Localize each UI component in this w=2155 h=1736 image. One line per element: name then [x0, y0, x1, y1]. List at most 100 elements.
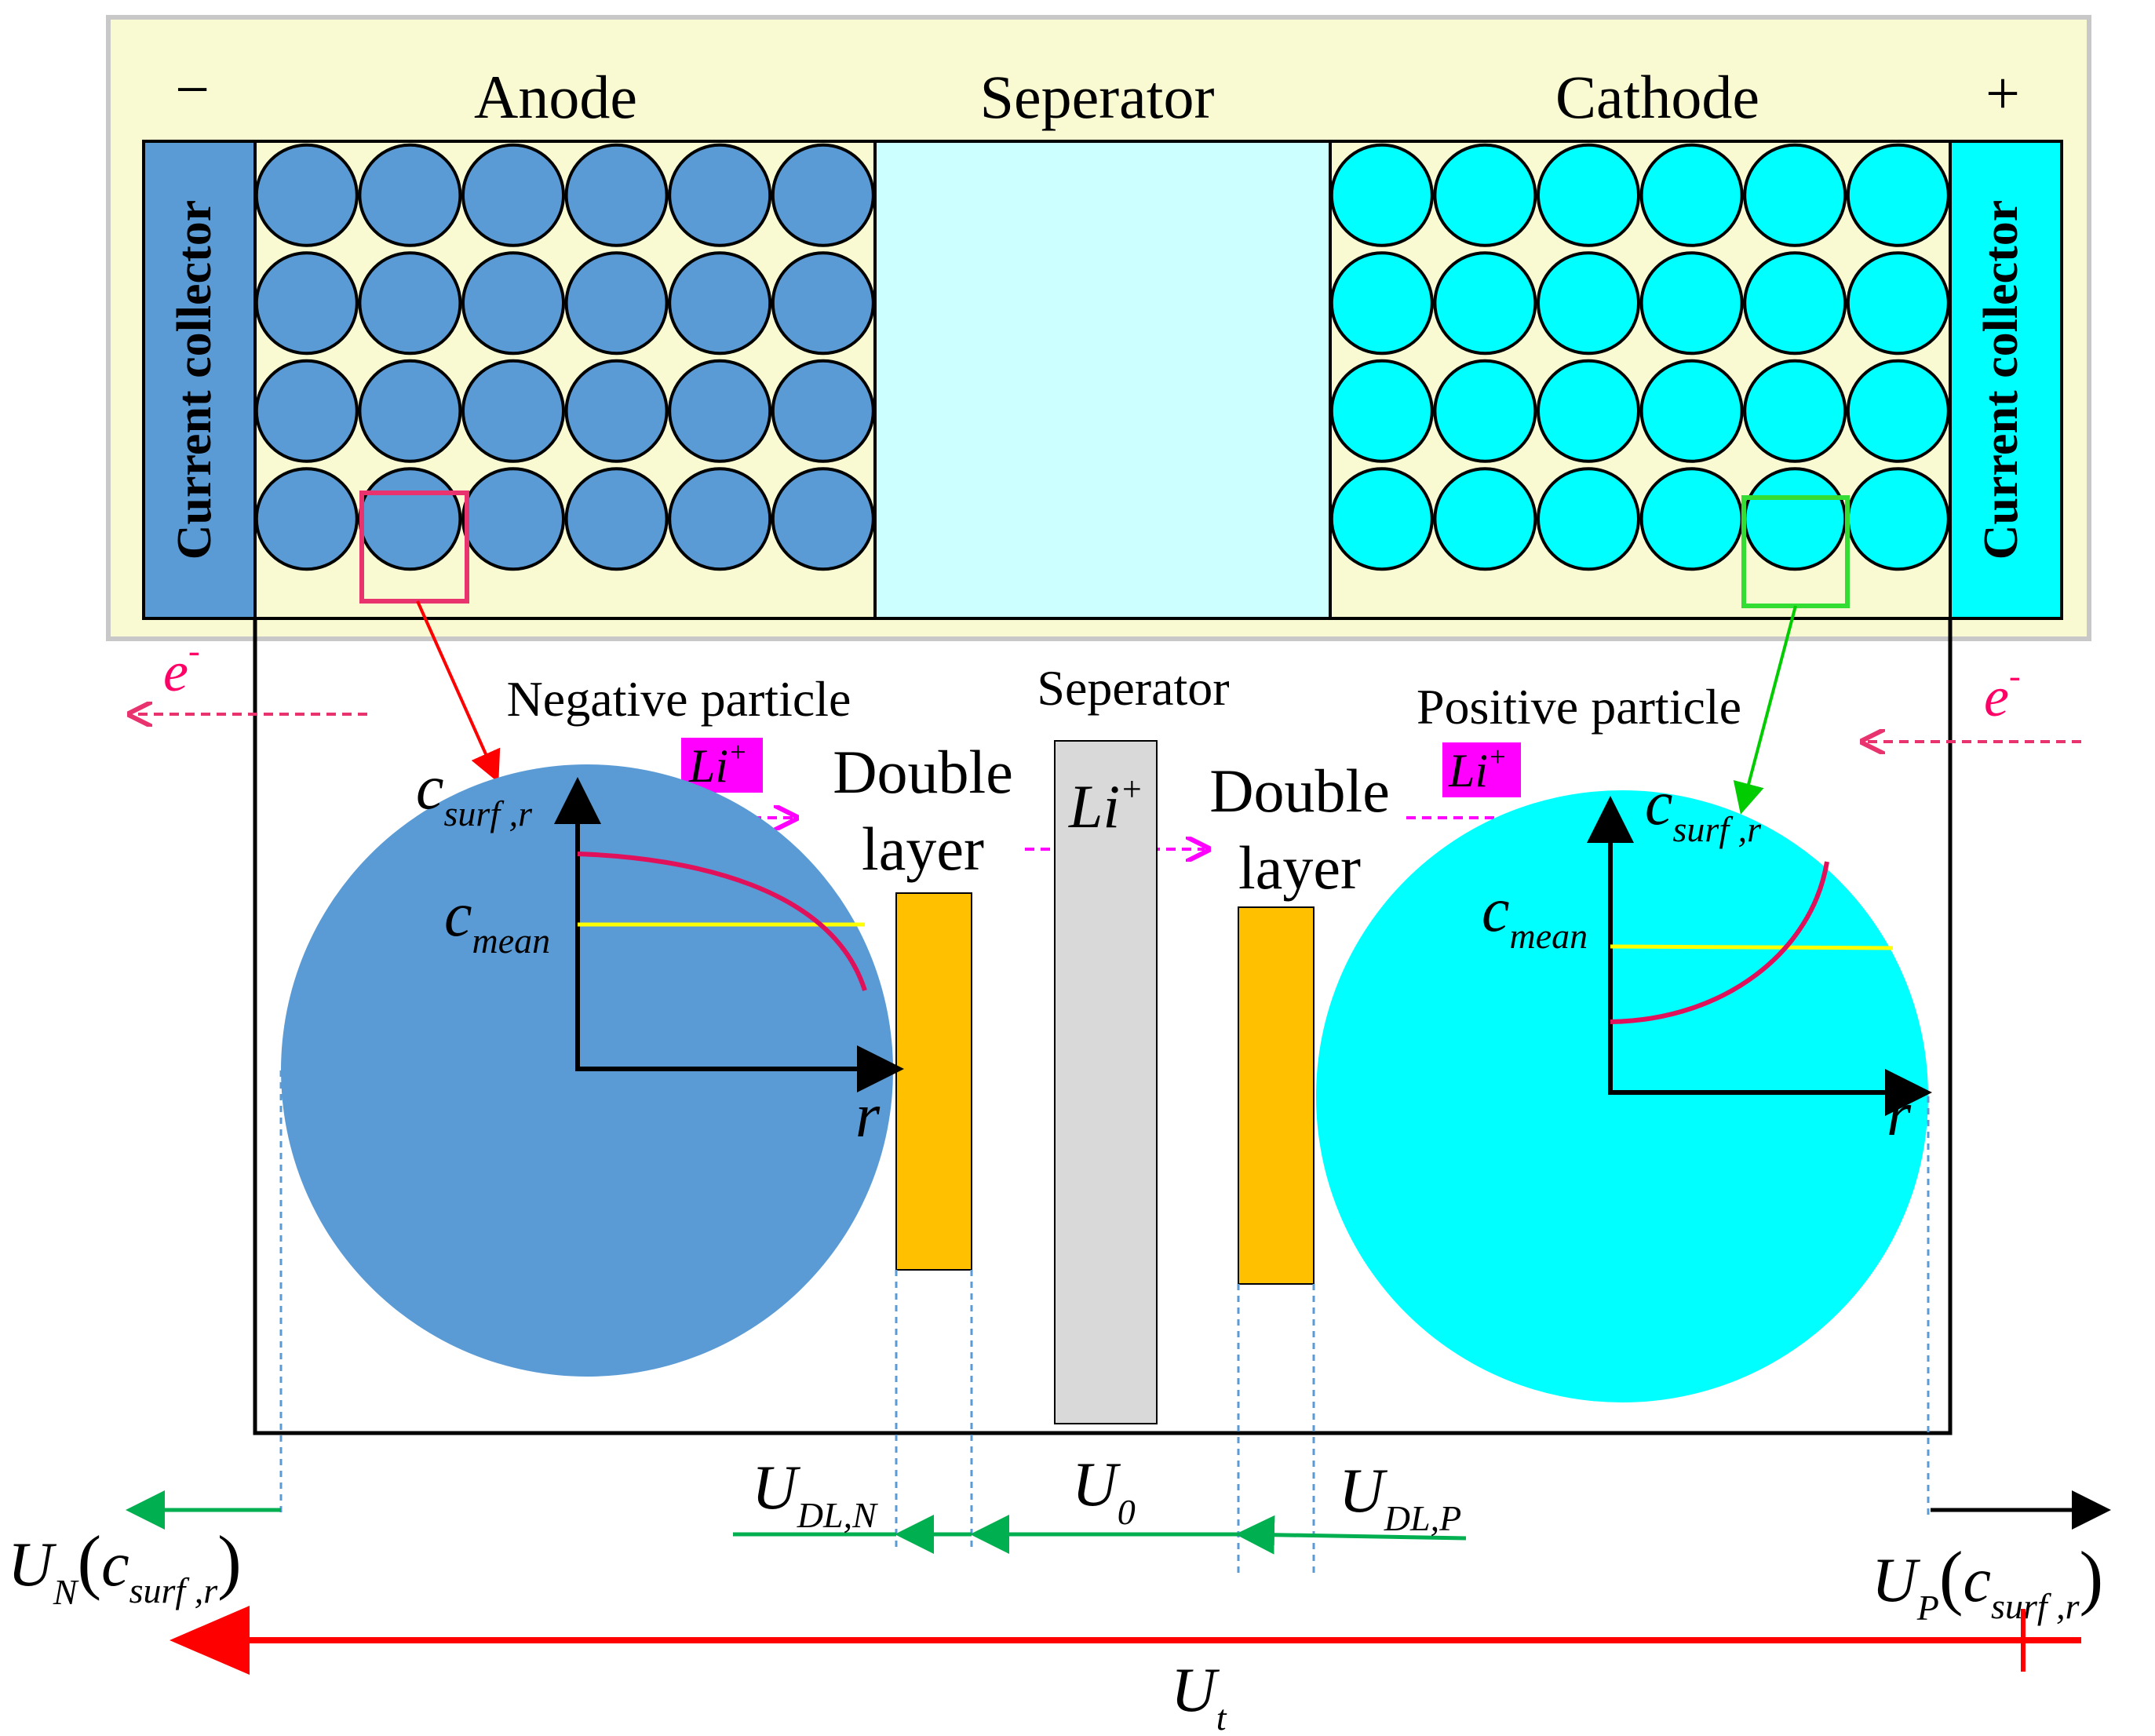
udl-p-label: UDL,P — [1339, 1457, 1461, 1538]
cathode-particle — [1639, 143, 1744, 247]
anode-particle — [358, 467, 462, 571]
electron-label-right: e- — [1984, 657, 2021, 728]
single-particle-frame — [253, 618, 1953, 1435]
cathode-particle — [1846, 359, 1950, 463]
anode-region — [253, 140, 877, 620]
anode-particle — [358, 359, 462, 463]
anode-particle — [668, 143, 772, 247]
right-current-collector — [1949, 140, 2063, 620]
double-layer-label-right-line2: layer — [1238, 833, 1361, 902]
positive-particle-label: Positive particle — [1417, 679, 1741, 735]
anode-particle — [461, 467, 565, 571]
overpotential-arrow-right-segment — [1235, 1515, 1467, 1555]
anode-particle — [254, 251, 359, 356]
anode-particle — [564, 251, 669, 356]
cathode-particle — [1743, 467, 1847, 571]
double-layer-label-left-line2: layer — [862, 815, 984, 883]
double-layer-positive — [1238, 906, 1315, 1285]
anode-particle — [254, 143, 359, 247]
cathode-particle — [1329, 359, 1434, 463]
positive-terminal-sign: + — [1985, 59, 2020, 127]
negative-concentration-curve — [577, 852, 867, 991]
anode-particle — [358, 143, 462, 247]
separator-label-middle: Seperator — [1037, 660, 1229, 716]
ut-arrowhead — [170, 1606, 250, 1675]
separator-electrolyte — [1054, 740, 1158, 1424]
cathode-particle — [1537, 251, 1640, 356]
cathode-particle — [1433, 143, 1537, 247]
cathode-particle — [1537, 359, 1640, 463]
negative-r-label: r — [855, 1081, 881, 1151]
negative-terminal-sign: − — [175, 55, 210, 123]
anode-particle — [668, 467, 772, 571]
negative-csurf-label: csurf ,r — [416, 753, 533, 833]
cathode-particle — [1743, 143, 1847, 247]
anode-particle — [771, 143, 875, 247]
u0-label: U0 — [1072, 1450, 1136, 1532]
cathode-particle — [1537, 143, 1640, 247]
cathode-particle — [1433, 251, 1537, 356]
ut-label: Ut — [1171, 1656, 1227, 1736]
anode-particle — [254, 359, 359, 463]
anode-particle — [564, 143, 669, 247]
cathode-particle — [1846, 143, 1950, 247]
positive-r-label: r — [1887, 1080, 1912, 1149]
anode-particle — [771, 359, 875, 463]
cathode-particle — [1743, 359, 1847, 463]
cathode-particle — [1329, 143, 1434, 247]
negative-particle-label: Negative particle — [507, 671, 851, 727]
li-badge-positive-text: Li+ — [1448, 741, 1507, 797]
un-label: UN(csurf ,r) — [8, 1521, 242, 1612]
anode-label: Anode — [474, 63, 637, 131]
anode-particle — [461, 359, 565, 463]
li-badge-negative — [681, 738, 763, 793]
cathode-particle — [1329, 251, 1434, 356]
anode-particle — [461, 143, 565, 247]
cathode-label: Cathode — [1555, 63, 1759, 131]
left-current-collector — [142, 140, 257, 620]
cathode-particle — [1743, 251, 1847, 356]
cathode-particle — [1639, 359, 1744, 463]
cathode-particle-grid — [1329, 143, 1950, 571]
li-ion-separator-label: Li+ — [1068, 770, 1143, 841]
anode-particle — [771, 467, 875, 571]
anode-particle-grid — [254, 143, 875, 571]
double-layer-label-right-line1: Double — [1209, 757, 1390, 825]
cathode-particle — [1846, 467, 1950, 571]
anode-selected-particle-box — [359, 491, 469, 604]
cathode-particle — [1846, 251, 1950, 356]
left-current-collector-label: Current collector — [168, 200, 221, 560]
projection-lines — [279, 1070, 1930, 1577]
anode-particle — [771, 251, 875, 356]
cathode-particle — [1639, 467, 1744, 571]
cathode-particle — [1433, 359, 1537, 463]
up-label: UP(csurf ,r) — [1872, 1537, 2103, 1628]
cathode-particle — [1433, 467, 1537, 571]
double-layer-label-left-line1: Double — [833, 738, 1013, 806]
anode-particle — [254, 467, 359, 571]
cathode-particle — [1639, 251, 1744, 356]
li-badge-positive — [1442, 742, 1521, 797]
separator-label-top: Seperator — [980, 63, 1215, 131]
anode-particle — [668, 251, 772, 356]
positive-mean-line — [1610, 944, 1894, 950]
cathode-particle — [1329, 467, 1434, 571]
anode-particle — [564, 359, 669, 463]
anode-zoom-arrow — [416, 600, 501, 783]
positive-csurf-label: csurf ,r — [1645, 769, 1762, 849]
positive-concentration-curve — [1610, 861, 1829, 1024]
udl-n-label: UDL,N — [752, 1453, 878, 1535]
cathode-particle — [1537, 467, 1640, 571]
right-current-collector-label: Current collector — [1975, 200, 2028, 560]
li-badge-negative-text: Li+ — [688, 736, 747, 792]
negative-cmean-label: cmean — [444, 881, 550, 961]
separator-region-top — [873, 140, 1332, 620]
cathode-zoom-arrow — [1733, 605, 1797, 815]
positive-cmean-label: cmean — [1482, 876, 1588, 956]
double-layer-negative — [895, 892, 972, 1271]
anode-particle — [358, 251, 462, 356]
electron-label-left: e- — [163, 632, 200, 703]
anode-particle — [668, 359, 772, 463]
anode-particle — [461, 251, 565, 356]
